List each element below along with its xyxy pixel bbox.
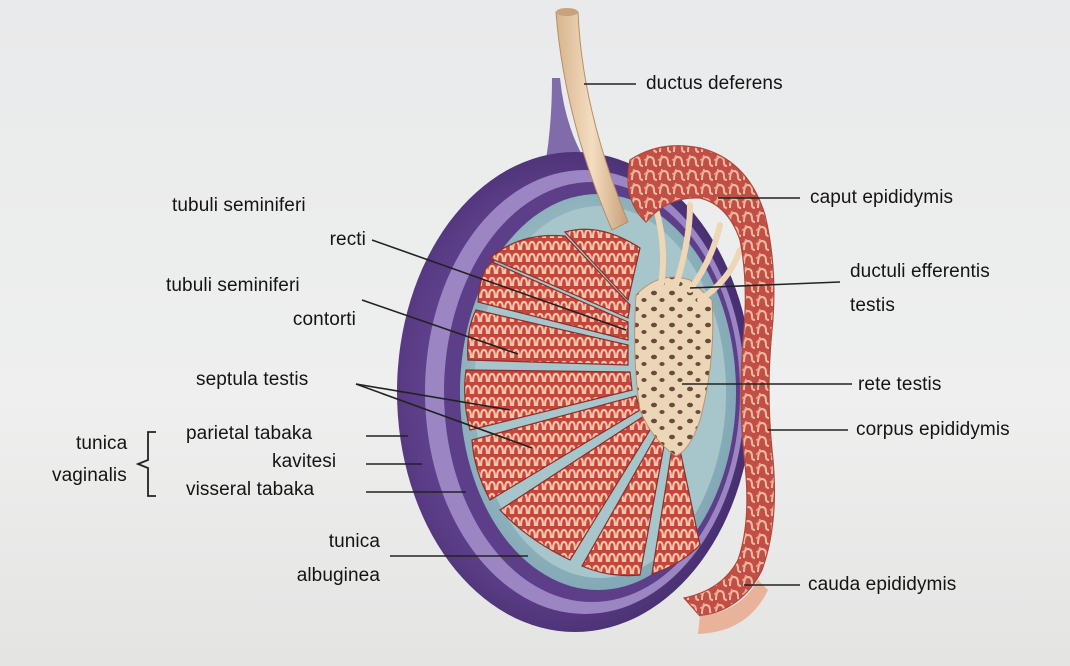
label-cauda-epididymis: cauda epididymis [808,575,956,594]
label-caput-epididymis: caput epididymis [810,188,953,207]
label-visseral-tabaka: visseral tabaka [186,480,314,499]
label-parietal-tabaka: parietal tabaka [186,424,312,443]
label-ductuli-efferentis-line1: ductuli efferentis [850,262,990,281]
label-corpus-epididymis: corpus epididymis [856,420,1010,439]
label-tunica-albuginea-line1: tunica [280,532,380,551]
tunica-vaginalis-bracket [138,432,156,496]
label-tubuli-contorti-line2: contorti [250,310,356,329]
label-tubuli-contorti-line1: tubuli seminiferi [166,276,300,295]
label-ductus-deferens: ductus deferens [646,74,783,93]
label-ductuli-efferentis-line2: testis [850,296,895,315]
label-tunica-vaginalis-line1: tunica [76,434,127,453]
label-tunica-vaginalis-line2: vaginalis [52,466,127,485]
label-tubuli-recti-line1: tubuli seminiferi [172,196,306,215]
label-kavitesi: kavitesi [272,452,336,471]
label-septula-testis: septula testis [196,370,308,389]
label-tubuli-recti-line2: recti [300,230,366,249]
label-tunica-albuginea-line2: albuginea [250,566,380,585]
label-rete-testis: rete testis [858,375,941,394]
